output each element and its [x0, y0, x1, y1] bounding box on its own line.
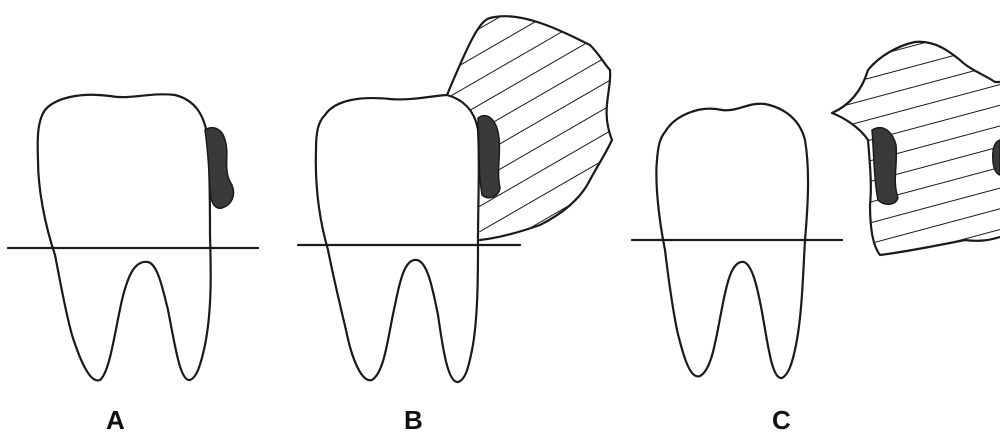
panel-b-tooth	[298, 10, 620, 382]
panel-a-tooth	[8, 94, 258, 380]
panel-c-tooth	[632, 38, 1000, 378]
label-a: A	[106, 405, 125, 436]
tooth-b-outline	[316, 95, 479, 382]
label-c: C	[772, 405, 791, 436]
tooth-a-outline	[38, 94, 211, 380]
calculus-deposit-b	[478, 116, 500, 198]
label-b: B	[404, 405, 423, 436]
